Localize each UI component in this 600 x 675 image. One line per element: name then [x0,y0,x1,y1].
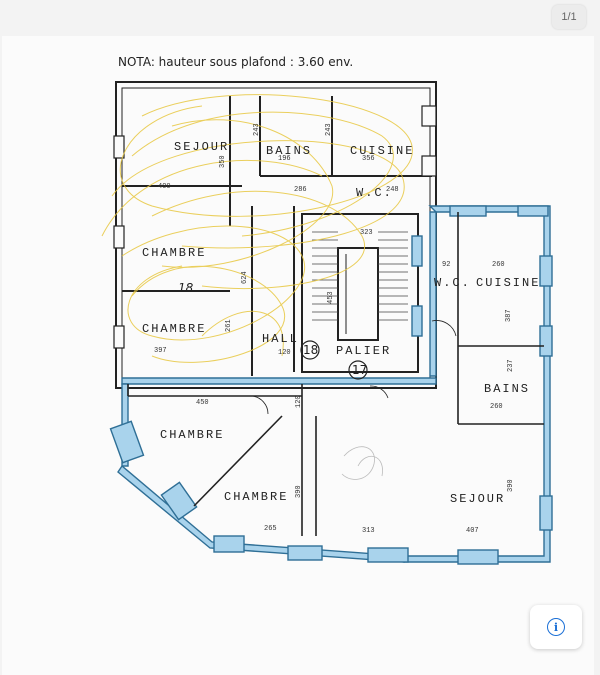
room-bains-right: BAINS [484,382,530,396]
stairwell-outline [301,213,419,373]
room-wc-right: W.C. [434,276,471,290]
document-page: NOTA: hauteur sous plafond : 3.60 env. [2,36,594,675]
dim-323: 323 [360,229,373,237]
room-wc-top: W.C. [356,186,393,200]
room-bains-top: BAINS [266,144,312,158]
window-blue-12 [411,235,423,267]
handwritten-unit-number: 18 [178,281,194,295]
window-blue-5 [539,495,553,531]
window-blue-1 [449,205,487,217]
dim-120-a: 120 [278,349,291,357]
plan-note: NOTA: hauteur sous plafond : 3.60 env. [118,55,353,69]
pencil-marks [341,446,383,480]
window-blue-9 [213,535,245,553]
dim-624: 624 [241,271,249,284]
info-icon: i [547,618,565,636]
dim-407: 407 [466,527,479,535]
floor-plan: NOTA: hauteur sous plafond : 3.60 env. [101,55,553,565]
dim-260-a: 260 [492,261,505,269]
dim-450: 450 [196,399,209,407]
dim-400: 400 [158,183,171,191]
stair-core [337,247,379,341]
window-blue-6 [457,549,499,565]
unit-circles [300,340,368,380]
room-cuisine-top: CUISINE [350,144,414,158]
window-blue-7 [367,547,409,563]
dim-92: 92 [442,261,450,269]
right-left-wall [429,211,437,377]
room-palier: PALIER [336,344,391,358]
room-chambre-c: CHAMBRE [160,428,224,442]
room-cuisine-right: CUISINE [476,276,540,290]
dim-390-b: 390 [507,479,515,492]
room-chambre-a: CHAMBRE [142,246,206,260]
window-blue-10 [109,420,145,464]
dim-120-b: 120 [295,395,303,408]
left-apartment-walls [115,81,437,389]
right-apartment-walls [109,205,553,565]
room-hall: HALL [262,332,299,346]
dim-397: 397 [154,347,167,355]
left-windows [113,105,437,349]
dim-453: 453 [327,291,335,304]
dim-350: 350 [219,155,227,168]
room-sejour-top: SEJOUR [174,140,229,154]
room-sejour-bottom: SEJOUR [450,492,505,506]
window-blue-11 [160,481,198,521]
window-blue-8 [287,545,323,561]
stair-treads [312,231,408,321]
dim-261: 261 [225,319,233,332]
dimension-labels: 400 350 243 196 243 356 286 248 323 624 … [154,123,515,535]
dim-260-b: 260 [490,403,503,411]
diagonal-wall [117,464,405,563]
dim-390-a: 390 [295,485,303,498]
info-button[interactable]: i [530,605,582,649]
room-chambre-b: CHAMBRE [142,322,206,336]
unit-circle-palier: 17 [352,363,367,377]
page-indicator: 1/1 [552,5,586,29]
dim-237: 237 [507,359,515,372]
yellow-scribble [101,94,413,363]
dim-196: 196 [278,155,291,163]
window-blue-4 [539,325,553,357]
window-blue-13 [411,305,423,337]
dim-248: 248 [386,186,399,194]
dim-243-a: 243 [253,123,261,136]
window-blue-2 [517,205,549,217]
dim-313: 313 [362,527,375,535]
right-internal-walls [127,212,544,536]
dim-265: 265 [264,525,277,533]
dim-387: 387 [505,309,513,322]
dim-286: 286 [294,186,307,194]
dim-243-b: 243 [325,123,333,136]
window-blue-3 [539,255,553,287]
unit-circle-hall: 18 [303,343,318,357]
right-top-wall [121,377,437,385]
room-chambre-d: CHAMBRE [224,490,288,504]
dim-356: 356 [362,155,375,163]
